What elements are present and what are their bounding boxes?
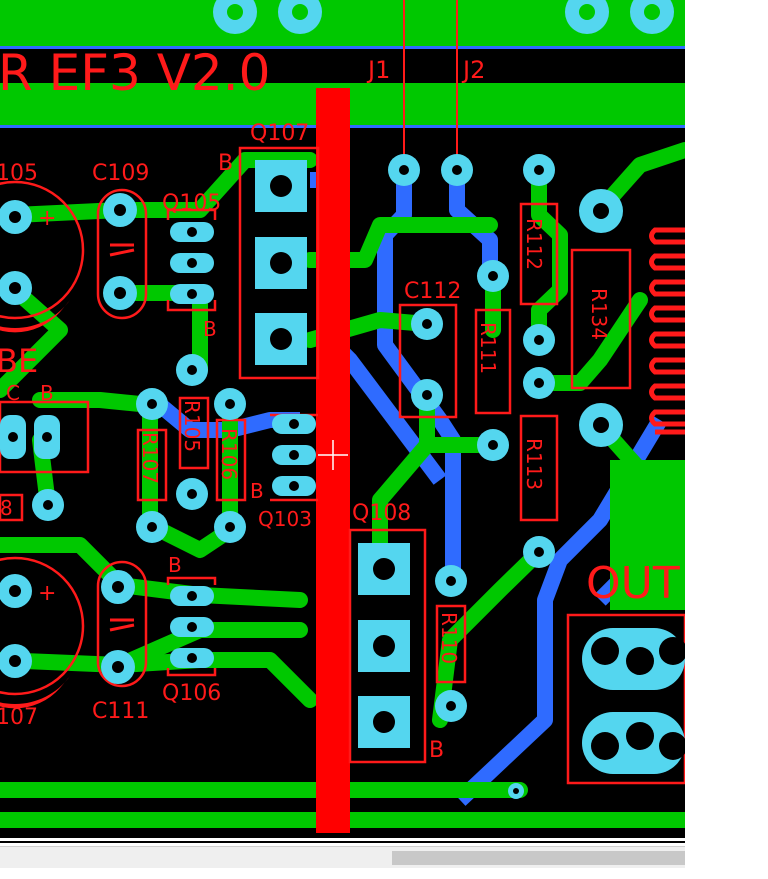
label-c: C — [6, 381, 20, 405]
label-r106: R106 — [217, 428, 241, 480]
label-q105-base: B — [203, 317, 217, 341]
silkscreen-outlines — [0, 146, 685, 785]
cap-polarity-stripe-2 — [0, 676, 70, 709]
label-r111: R111 — [476, 322, 500, 374]
label-j1: J1 — [366, 56, 390, 84]
label-q107-base: B — [218, 151, 233, 176]
label-q105: Q105 — [162, 191, 221, 216]
scrollbar-thumb[interactable] — [392, 851, 685, 865]
label-r105: R105 — [180, 400, 204, 452]
coil — [649, 227, 685, 435]
label-8-partial: 8 — [0, 496, 13, 520]
jumper-wires — [403, 0, 458, 155]
label-c109: C109 — [92, 161, 149, 186]
label-r107: R107 — [138, 432, 162, 484]
label-out: OUT — [586, 558, 680, 609]
label-q107: Q107 — [250, 121, 309, 146]
label-q108: Q108 — [352, 501, 411, 526]
label-107-partial: 107 — [0, 705, 38, 730]
board-title: R EF3 V2.0 — [0, 44, 270, 102]
label-b: B — [40, 381, 54, 405]
pcb-layout[interactable]: R EF3 V2.0 J1 J2 Q107 B 105 C109 Q105 B … — [0, 0, 685, 838]
cap-plus-a: + — [38, 206, 56, 231]
canvas-border — [0, 838, 685, 846]
label-be-partial: BE — [0, 342, 38, 380]
pcb-canvas[interactable]: R EF3 V2.0 J1 J2 Q107 B 105 C109 Q105 B … — [0, 0, 685, 838]
cap-polarity-stripe — [0, 300, 70, 333]
label-r113: R113 — [522, 438, 546, 490]
label-r112: R112 — [522, 218, 546, 270]
label-c112: C112 — [404, 279, 461, 304]
cap-symbols — [109, 243, 135, 632]
label-r110: R110 — [437, 612, 461, 664]
label-q106-base: B — [168, 553, 182, 577]
output-copper-pour — [610, 460, 685, 610]
label-r134: R134 — [587, 288, 611, 340]
label-q103: Q103 — [258, 507, 312, 531]
label-c111: C111 — [92, 699, 149, 724]
label-j2: J2 — [461, 56, 485, 84]
rail-edge — [0, 46, 685, 49]
horizontal-scrollbar[interactable] — [0, 846, 685, 868]
cap-plus-b: + — [38, 581, 56, 606]
right-margin — [685, 0, 768, 879]
label-q108-base: B — [429, 738, 444, 763]
label-q103-base: B — [250, 479, 264, 503]
label-q106: Q106 — [162, 681, 221, 706]
crosshair-cursor-icon — [318, 440, 348, 470]
label-r105-partial: 105 — [0, 161, 38, 186]
